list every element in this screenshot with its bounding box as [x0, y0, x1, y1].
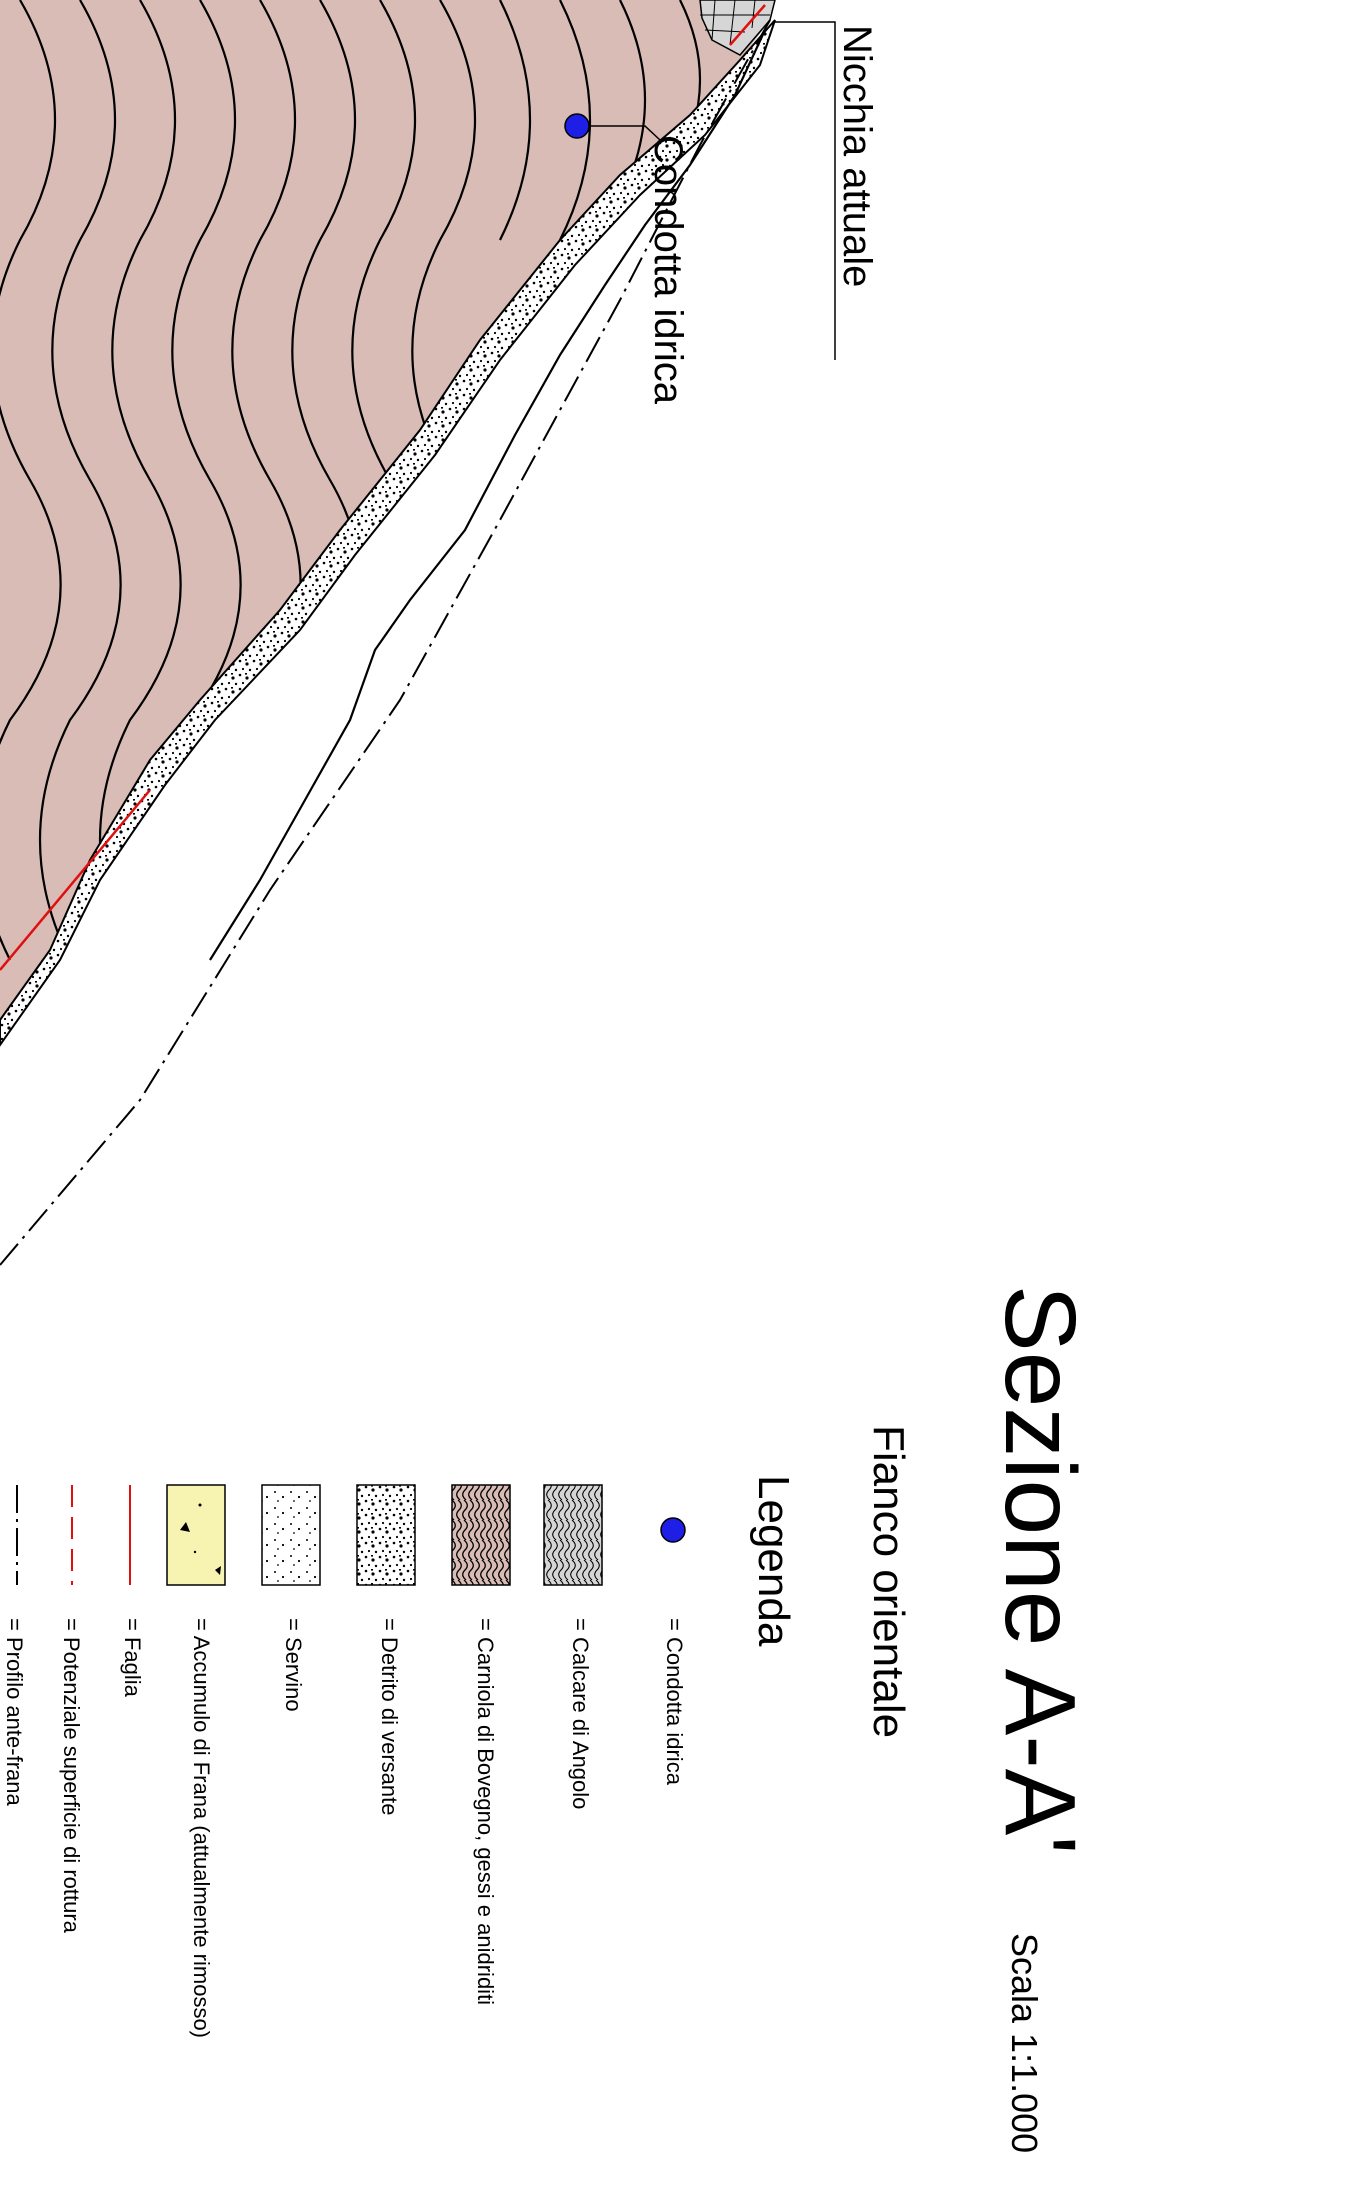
- carniola-rock-mass: [0, 0, 775, 1020]
- legend-label-calcare: = Calcare di Angolo: [568, 1618, 593, 1810]
- legend-label-detrito: = Detrito di versante: [377, 1618, 402, 1816]
- legend-label-ante-frana: = Profilo ante-frana: [2, 1618, 27, 1806]
- bedding-lines: [0, 0, 702, 961]
- legend-label-rupture: = Potenziale superficie di rottura: [59, 1618, 84, 1933]
- water-pipe-marker: [564, 113, 590, 139]
- accumulo-clasts: [180, 1503, 221, 1575]
- legend-label-servino: = Servino: [281, 1618, 306, 1712]
- pipe-label: Condotta idrica: [646, 135, 690, 405]
- legend-label-pipe: = Condotta idrica: [662, 1618, 687, 1785]
- legend-label-fault: = Faglia: [120, 1618, 145, 1697]
- legend-label-accumulo: = Accumulo di Frana (attualmente rimosso…: [189, 1618, 214, 2039]
- niche-label: Nicchia attuale: [835, 25, 879, 288]
- legend-swatch-accumulo: [166, 1484, 226, 1586]
- section-title: Sezione A-A': [984, 1285, 1096, 1855]
- pre-landslide-profile-line: [0, 19, 771, 1266]
- niche-leader-line: [775, 21, 836, 360]
- subtitle: Fianco orientale: [864, 1425, 913, 1739]
- slope-profile-line: [209, 29, 766, 961]
- legend-swatch-detrito: [356, 1484, 416, 1586]
- legend-swatch-pipe: [660, 1517, 686, 1543]
- fault-line-lower: [0, 789, 151, 971]
- scale-label: Scala 1:1.000: [1004, 1933, 1045, 2154]
- legend-label-carniola: = Carniola di Bovegno, gessi e anidridit…: [473, 1618, 498, 2006]
- pipe-leader-line: [589, 125, 661, 141]
- legend-heading: Legenda: [749, 1475, 798, 1647]
- legend-swatch-servino: [261, 1484, 321, 1586]
- fault-line-upper: [729, 4, 766, 46]
- detrito-band: [0, 19, 776, 1047]
- legend-swatch-carniola: [451, 1484, 511, 1586]
- legend-swatch-calcare: [543, 1484, 603, 1586]
